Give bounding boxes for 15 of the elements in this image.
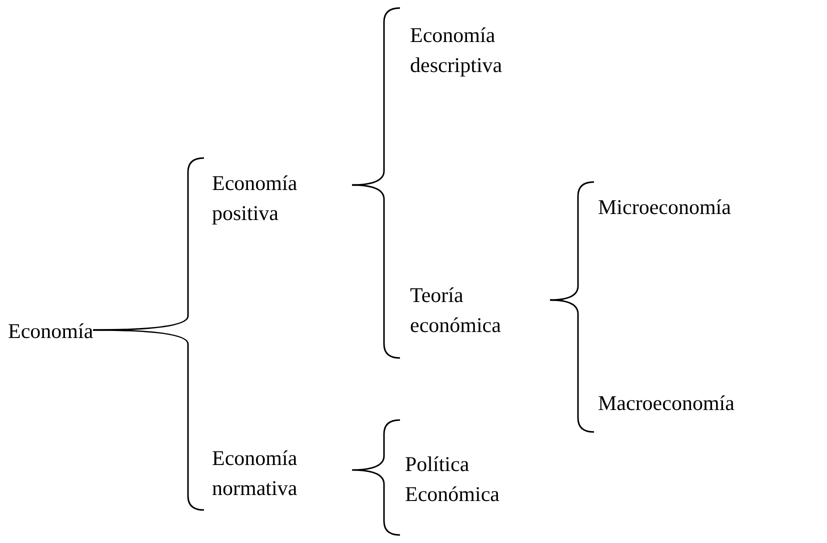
brace-line: [93, 157, 204, 331]
brace-line: [550, 299, 594, 433]
brace-line: [352, 7, 400, 186]
node-label: Microeconomía: [598, 194, 731, 221]
node-label: Teoría económica: [410, 282, 502, 339]
brace-line: [93, 329, 204, 511]
node-label: Macroeconomía: [598, 390, 734, 417]
node-label: Economía positiva: [212, 170, 298, 227]
node-label: Economía descriptiva: [410, 22, 504, 79]
node-label: Economía normativa: [212, 445, 298, 502]
node-label: Política Económica: [405, 451, 500, 508]
brace-line: [351, 419, 401, 536]
brace-line: [550, 181, 594, 301]
brace-line: [352, 184, 400, 359]
node-label: Economía: [8, 318, 94, 345]
